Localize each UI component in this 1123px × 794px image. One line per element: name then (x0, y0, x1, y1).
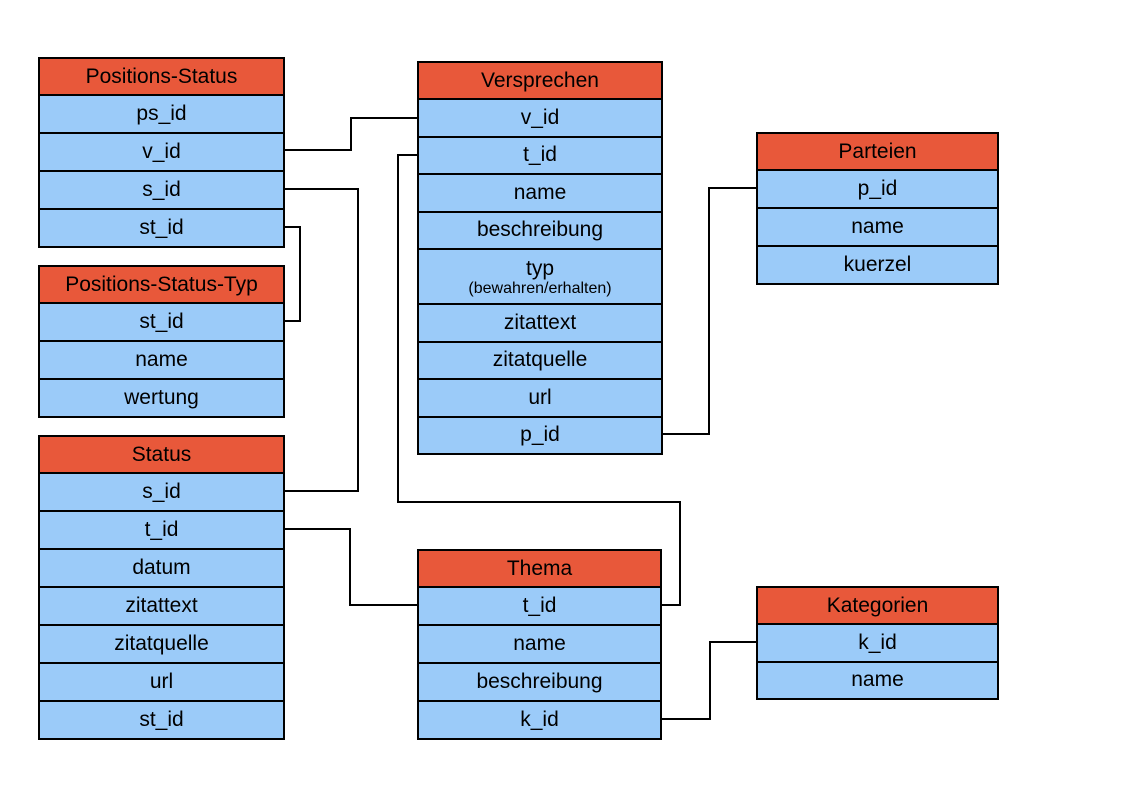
row-label: url (149, 670, 174, 693)
table-thema-row-k_id: k_id (417, 700, 662, 740)
row-label: p_id (857, 177, 898, 200)
table-positions-status-row-v_id: v_id (38, 132, 285, 172)
table-thema-row-beschreibung: beschreibung (417, 662, 662, 702)
table-versprechen-row-zitattext: zitattext (417, 303, 663, 343)
table-thema-row-t_id: t_id (417, 586, 662, 626)
row-label: t_id (523, 143, 557, 167)
row-label: beschreibung (476, 670, 603, 693)
row-label: st_id (139, 216, 184, 239)
table-versprechen-row-typ: typ(bewahren/erhalten) (417, 248, 663, 305)
table-versprechen-row-beschreibung: beschreibung (417, 210, 663, 250)
row-label: st_id (139, 708, 184, 731)
table-positions-status-typ-row-name: name (38, 340, 285, 380)
table-positions-status-title: Positions-Status (38, 57, 285, 96)
connector-versprechen-t-id-to-thema-t-id (397, 154, 681, 606)
row-label: zitattext (503, 310, 577, 334)
table-versprechen-row-p_id: p_id (417, 415, 663, 455)
row-label: v_id (142, 140, 181, 163)
table-versprechen-row-zitatquelle: zitatquelle (417, 340, 663, 380)
connector-positions-status-s-id-to-status-s-id (285, 188, 359, 492)
table-status-row-datum: datum (38, 548, 285, 588)
row-label: name (851, 215, 904, 238)
connector-positions-status-st-id-to-positions-status-typ-st-id (285, 226, 301, 322)
row-label: zitatquelle (492, 348, 588, 372)
row-label: kuerzel (843, 253, 912, 276)
table-versprechen-row-url: url (417, 378, 663, 418)
table-positions-status-row-ps_id: ps_id (38, 94, 285, 134)
table-kategorien-title: Kategorien (756, 586, 999, 625)
row-label: name (513, 632, 566, 655)
row-label: s_id (142, 480, 181, 503)
table-positions-status-typ-row-st_id: st_id (38, 302, 285, 342)
connector-status-t-id-to-thema-t-id (285, 528, 417, 606)
table-parteien-row-p_id: p_id (756, 169, 999, 209)
table-thema-title: Thema (417, 549, 662, 588)
table-status-row-zitatquelle: zitatquelle (38, 624, 285, 664)
row-label: t_id (522, 594, 557, 617)
table-positions-status-typ-row-wertung: wertung (38, 378, 285, 418)
table-kategorien-row-k_id: k_id (756, 623, 999, 663)
row-label: typ (525, 256, 554, 280)
table-positions-status-row-s_id: s_id (38, 170, 285, 210)
table-status-row-zitattext: zitattext (38, 586, 285, 626)
table-versprechen-row-name: name (417, 173, 663, 213)
row-label: name (135, 348, 188, 371)
connector-positions-status-v-id-to-versprechen-v-id (285, 117, 417, 151)
row-label: name (851, 668, 904, 692)
row-label: k_id (520, 708, 559, 731)
row-label: v_id (520, 105, 560, 129)
table-kategorien-row-name: name (756, 660, 999, 700)
row-label: url (528, 385, 552, 409)
table-positions-status-typ-title: Positions-Status-Typ (38, 265, 285, 304)
row-label: beschreibung (476, 218, 604, 242)
row-label: t_id (144, 518, 179, 541)
table-versprechen-row-v_id: v_id (417, 98, 663, 138)
table-status-row-url: url (38, 662, 285, 702)
row-label: wertung (124, 386, 199, 409)
row-label: zitatquelle (114, 632, 209, 655)
row-sublabel: (bewahren/erhalten) (468, 279, 612, 297)
row-label: name (513, 180, 567, 204)
table-status-row-t_id: t_id (38, 510, 285, 550)
row-label: st_id (139, 310, 184, 333)
table-versprechen-title: Versprechen (417, 61, 663, 100)
row-label: datum (132, 556, 191, 579)
table-positions-status-row-st_id: st_id (38, 208, 285, 248)
row-label: p_id (520, 423, 560, 447)
table-status-title: Status (38, 435, 285, 474)
row-label: s_id (142, 178, 181, 201)
table-parteien-title: Parteien (756, 132, 999, 171)
table-positions-status: Positions-Status ps_id v_id s_id st_id (38, 57, 285, 248)
table-parteien-row-kuerzel: kuerzel (756, 245, 999, 285)
connector-versprechen-p-id-to-parteien-p-id (663, 187, 756, 435)
table-versprechen-row-t_id: t_id (417, 135, 663, 175)
table-parteien-row-name: name (756, 207, 999, 247)
table-status-row-s_id: s_id (38, 472, 285, 512)
row-label: ps_id (136, 102, 187, 125)
table-status-row-st_id: st_id (38, 700, 285, 740)
connector-thema-k-id-to-kategorien-k-id (662, 641, 756, 720)
table-thema-row-name: name (417, 624, 662, 664)
row-label: k_id (858, 630, 897, 654)
row-label: zitattext (125, 594, 198, 617)
